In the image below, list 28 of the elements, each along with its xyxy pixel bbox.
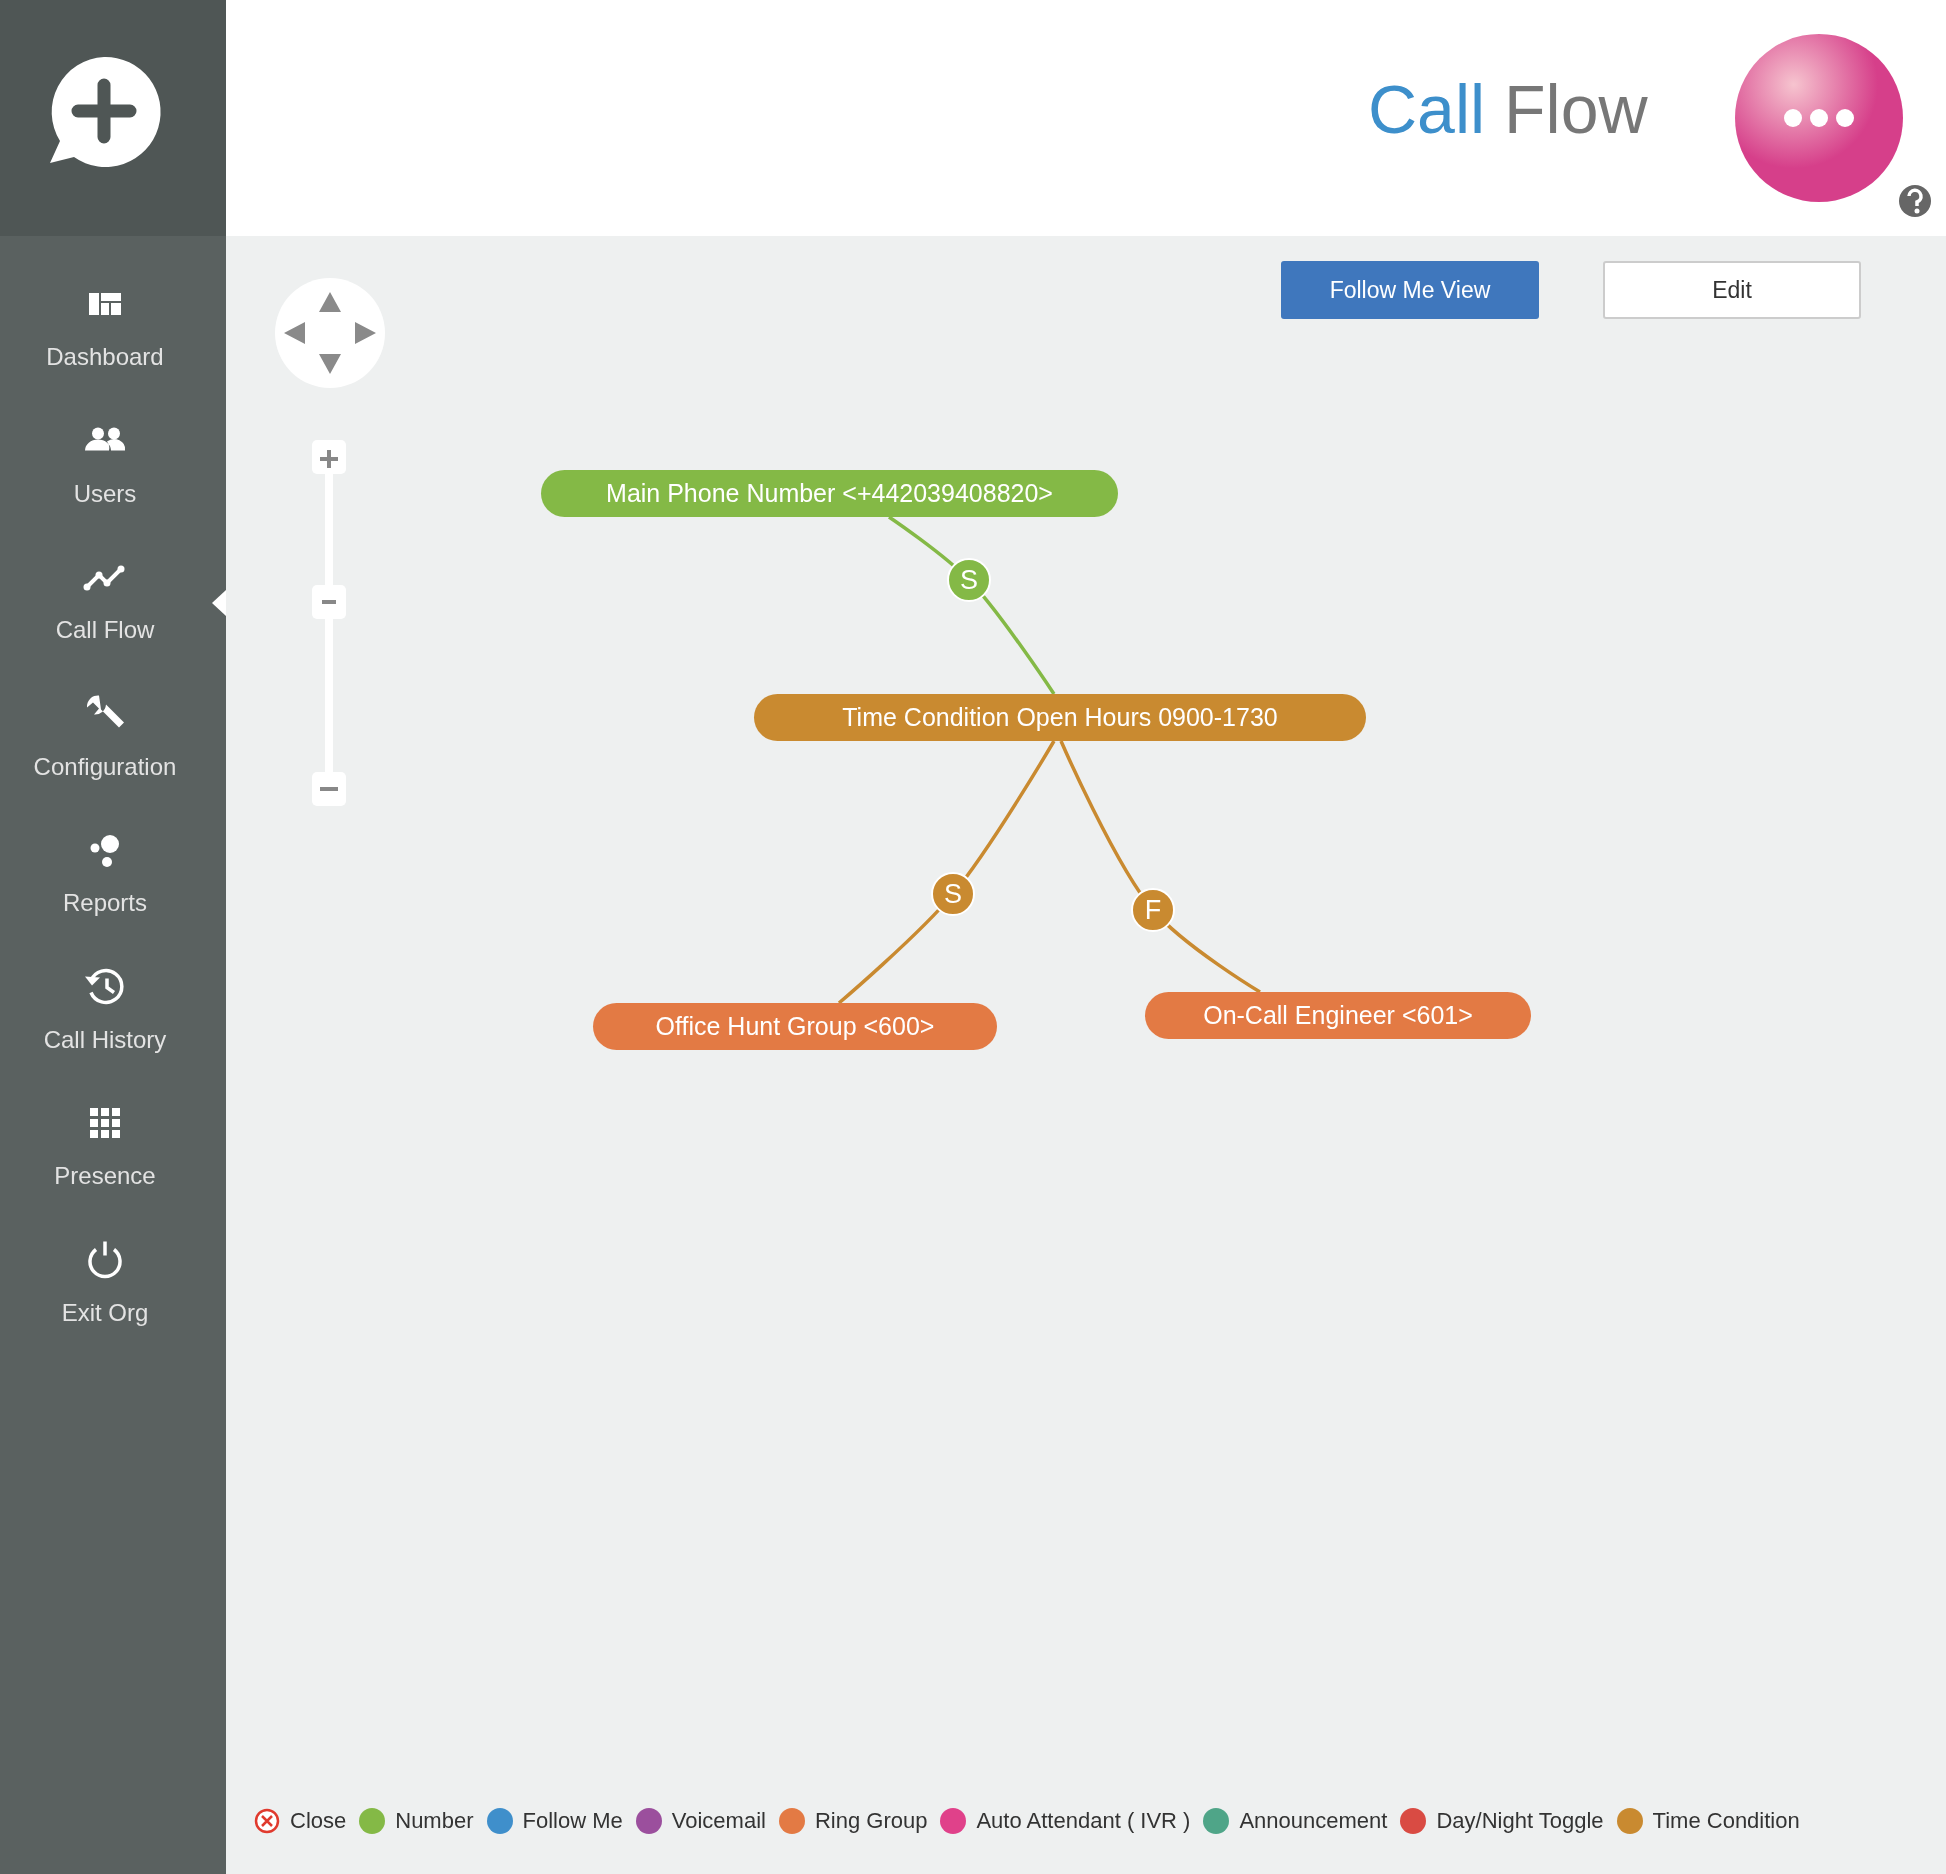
nav-label: Users: [73, 479, 137, 508]
nav-label: Dashboard: [46, 343, 164, 371]
legend-label: Announcement: [1239, 1808, 1388, 1834]
flow-step-pill: Main Phone Number <+442039408820>: [541, 470, 1118, 517]
legend-label: Follow Me: [522, 1808, 623, 1834]
edit-button: Edit: [1603, 261, 1861, 319]
edge-label: F: [1131, 888, 1175, 932]
flow-step-pill: Office Hunt Group <600>: [593, 1003, 997, 1050]
legend-label: Day/Night Toggle: [1436, 1808, 1604, 1834]
nav-label: Call History: [43, 1025, 167, 1054]
edge-label: S: [947, 558, 991, 602]
flow-step-pill: Time Condition Open Hours 0900-1730: [754, 694, 1366, 741]
nav-label: Reports: [63, 889, 147, 917]
edge-label: S: [931, 872, 975, 916]
follow-me-view-button: Follow Me View: [1281, 261, 1539, 319]
flow-step-pill: On-Call Engineer <601>: [1145, 992, 1531, 1039]
legend-label: Close: [290, 1808, 347, 1834]
legend-label: Number: [395, 1808, 474, 1834]
page-title: Call Flow: [1368, 70, 1648, 148]
connector: [837, 740, 1056, 1005]
legend-label: Ring Group: [814, 1808, 928, 1834]
nav-label: Configuration: [33, 752, 177, 781]
nav-label: Call Flow: [55, 616, 155, 644]
legend-label: Voicemail: [671, 1808, 766, 1834]
nav-label: Presence: [54, 1162, 156, 1190]
legend-label: Auto Attendant ( IVR ): [976, 1808, 1191, 1834]
nav-label: Exit Org: [61, 1298, 149, 1327]
legend-label: Time Condition: [1652, 1808, 1800, 1834]
